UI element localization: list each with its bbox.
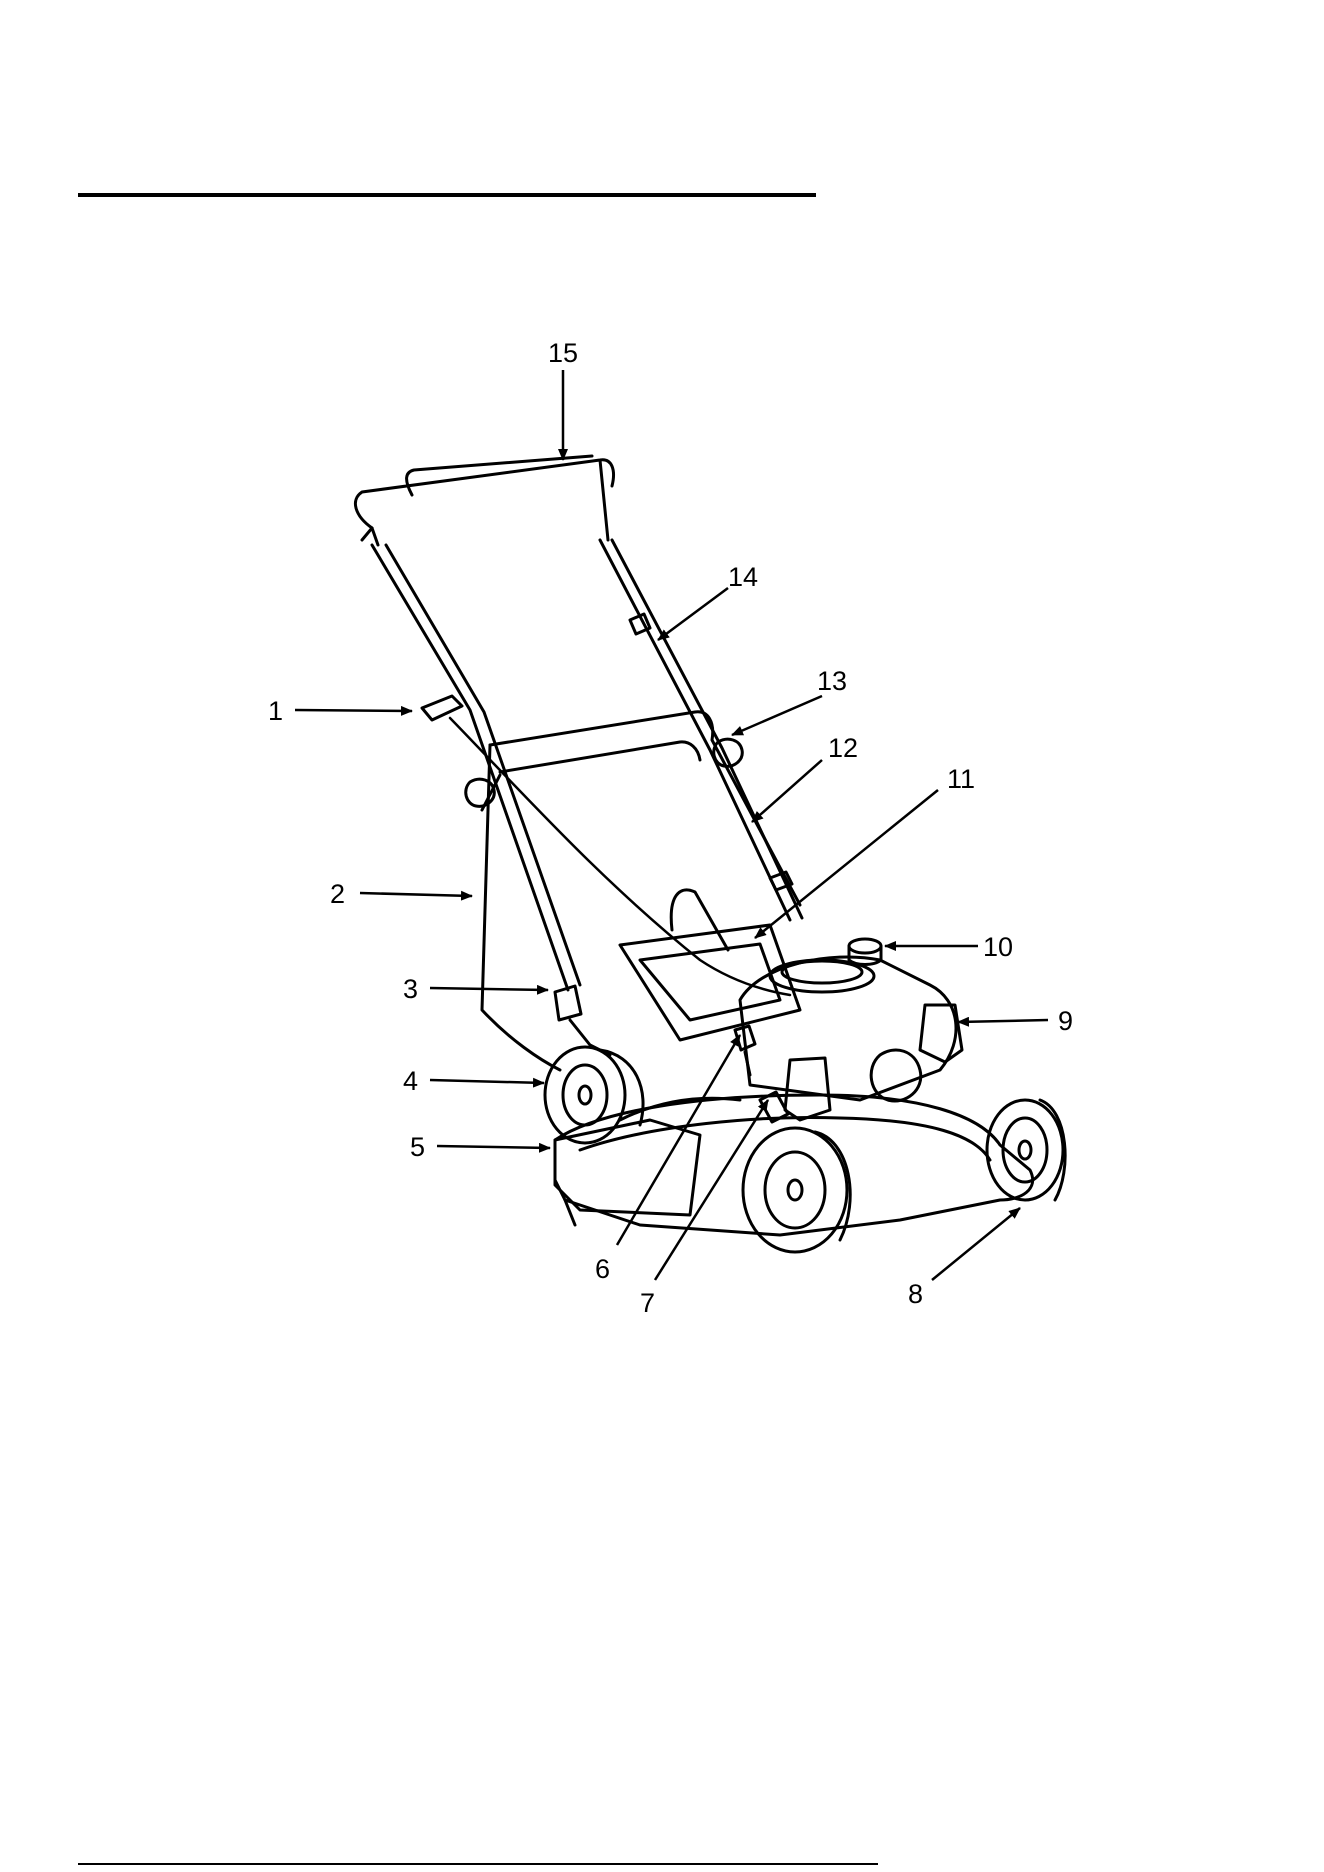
callout-13: 13 <box>817 666 847 696</box>
callout-11: 11 <box>947 764 975 794</box>
arrow-13 <box>732 696 822 735</box>
arrow-12 <box>752 760 822 822</box>
callout-8: 8 <box>908 1279 923 1309</box>
callout-6: 6 <box>595 1254 610 1284</box>
arrow-2 <box>360 893 472 896</box>
arrow-4 <box>430 1080 544 1083</box>
arrow-11 <box>755 790 938 938</box>
arrow-3 <box>430 988 548 990</box>
callout-15: 15 <box>548 338 578 368</box>
callout-1: 1 <box>268 696 283 726</box>
callout-2: 2 <box>330 879 345 909</box>
mower-illustration <box>355 456 1065 1252</box>
left-handle-tube <box>372 545 580 990</box>
arrow-5 <box>437 1146 550 1148</box>
callout-12: 12 <box>828 733 858 763</box>
fuel-cap <box>849 939 881 953</box>
front-wheel-right <box>987 1100 1065 1200</box>
callout-5: 5 <box>410 1132 425 1162</box>
arrow-14 <box>658 588 728 640</box>
callout-3: 3 <box>403 974 418 1004</box>
rear-wheel <box>545 1047 643 1143</box>
starter-handle <box>422 696 462 720</box>
upper-handle <box>355 460 613 540</box>
arrow-1 <box>295 710 412 711</box>
callout-labels: 1 2 3 4 5 6 7 8 9 10 11 12 13 14 15 <box>268 338 1073 1318</box>
callout-7: 7 <box>640 1288 655 1318</box>
callout-14: 14 <box>728 562 758 592</box>
callout-10: 10 <box>983 932 1013 962</box>
callout-4: 4 <box>403 1066 418 1096</box>
callout-9: 9 <box>1058 1006 1073 1036</box>
right-handle-tube <box>600 540 802 920</box>
arrow-8 <box>932 1208 1020 1280</box>
arrow-9 <box>958 1020 1048 1022</box>
muffler <box>785 1058 830 1120</box>
callout-arrows <box>295 370 1048 1280</box>
rear-skirt <box>555 1120 700 1215</box>
